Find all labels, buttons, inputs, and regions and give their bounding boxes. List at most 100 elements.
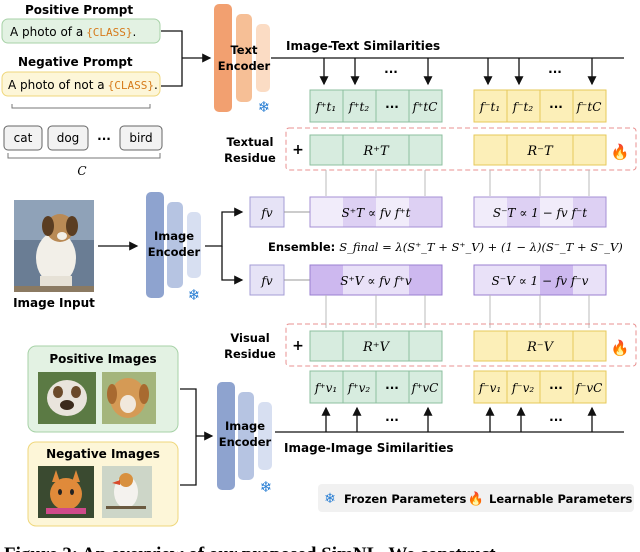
visual-residue-label-1: Visual xyxy=(230,331,269,345)
svg-text:fv: fv xyxy=(260,206,272,220)
image-encoder-mid: Image Encoder xyxy=(146,192,201,298)
class-count-label: C xyxy=(77,164,86,178)
class-chip-dog: dog xyxy=(47,125,89,151)
visual-residue-label-2: Residue xyxy=(224,347,276,361)
text-arrows-ellipsis: ··· xyxy=(384,65,398,79)
svg-text:S⁻V ∝ 1 − fv f⁻v: S⁻V ∝ 1 − fv f⁻v xyxy=(492,274,589,288)
svg-text:fv: fv xyxy=(260,274,272,288)
text-encoder: Text Encoder xyxy=(214,4,271,112)
text-neg-feature-1: f⁻t₁ xyxy=(479,100,500,114)
figure-caption: Figure 2: An overview of our proposed Si… xyxy=(4,544,496,552)
flame-icon: 🔥 xyxy=(468,491,484,507)
class-ellipsis: ··· xyxy=(97,132,111,146)
input-dog-image xyxy=(14,200,94,292)
negative-prompt-box: A photo of not a{CLASS}. xyxy=(1,71,161,97)
negative-images-panel: Negative Images xyxy=(27,441,179,527)
negative-image-2 xyxy=(102,466,152,518)
sim-text-neg: S⁻T ∝ 1 − fv f⁻t xyxy=(473,196,607,228)
visual-residue-neg: R⁻V xyxy=(473,330,607,362)
positive-images-panel: Positive Images xyxy=(27,345,179,433)
vis-arrows-ellipsis: ··· xyxy=(385,413,399,427)
residue-to-sim-connectors xyxy=(325,170,590,196)
text-neg-features: f⁻t₁ f⁻t₂ ··· f⁻tC xyxy=(473,89,607,123)
vis-pos-features: f⁺v₁ f⁺v₂ ··· f⁺vC xyxy=(309,370,443,404)
text-feature-arrows xyxy=(319,58,597,86)
class-chip-bird: bird xyxy=(119,125,163,151)
svg-text:S⁻T ∝ 1 − fv f⁻t: S⁻T ∝ 1 − fv f⁻t xyxy=(493,206,587,220)
svg-text:Text: Text xyxy=(230,43,258,57)
negative-images-title: Negative Images xyxy=(46,447,160,461)
image-image-similarities-label: Image-Image Similarities xyxy=(284,441,454,455)
text-pos-feature-1: f⁺t₁ xyxy=(315,100,336,114)
encoder-to-fv-top-arrow xyxy=(205,207,244,247)
positive-images-title: Positive Images xyxy=(49,352,156,366)
class-bottom-bracket xyxy=(7,153,161,159)
positive-image-1 xyxy=(38,372,96,424)
svg-text:S⁺V ∝ fv f⁺v: S⁺V ∝ fv f⁺v xyxy=(340,274,412,288)
sim-to-residue-connectors xyxy=(325,295,590,328)
visual-residue-pos: R⁺V xyxy=(309,330,443,362)
svg-text:R⁺V: R⁺V xyxy=(362,340,391,355)
vis-pos-feature-c: f⁺vC xyxy=(411,381,439,395)
sim-vis-pos: S⁺V ∝ fv f⁺v xyxy=(309,264,443,296)
image-encoder-bottom: Image Encoder xyxy=(217,382,272,490)
text-neg-feature-dots: ··· xyxy=(549,100,563,114)
svg-text:cat: cat xyxy=(14,131,33,145)
fv-box-top: fv xyxy=(249,196,285,228)
legend: ❄ Frozen Parameters 🔥 Learnable Paramete… xyxy=(318,484,634,512)
snowflake-icon: ❄ xyxy=(324,491,336,507)
text-pos-feature-c: f⁺tC xyxy=(412,100,438,114)
vis-neg-feature-dots: ··· xyxy=(549,381,563,395)
textual-residue-neg: R⁻T xyxy=(473,134,607,166)
snowflake-icon: ❄ xyxy=(258,98,271,116)
positive-prompt-title: Positive Prompt xyxy=(25,3,133,17)
legend-frozen: Frozen Parameters xyxy=(344,492,466,506)
svg-text:Image: Image xyxy=(225,419,265,433)
sim-text-pos: S⁺T ∝ fv f⁺t xyxy=(309,196,443,228)
vis-neg-feature-c: f⁻vC xyxy=(575,381,603,395)
svg-text:Encoder: Encoder xyxy=(218,59,271,73)
vis-pos-feature-dots: ··· xyxy=(385,381,399,395)
image-bracket xyxy=(180,388,197,486)
svg-text:Encoder: Encoder xyxy=(148,245,201,259)
positive-image-2 xyxy=(102,372,156,424)
textual-residue-label-1: Textual xyxy=(227,135,274,149)
visual-residue-plus: + xyxy=(292,338,304,354)
vis-neg-feature-2: f⁻v₂ xyxy=(511,381,535,395)
vis-neg-feature-1: f⁻v₁ xyxy=(478,381,501,395)
textual-residue-label-2: Residue xyxy=(224,151,276,165)
prompt-bracket xyxy=(161,30,183,87)
vis-neg-features: f⁻v₁ f⁻v₂ ··· f⁻vC xyxy=(473,370,607,404)
svg-text:S⁺T ∝ fv f⁺t: S⁺T ∝ fv f⁺t xyxy=(342,206,411,220)
visual-feature-arrows xyxy=(321,406,597,432)
text-neg-feature-2: f⁻t₂ xyxy=(512,100,534,114)
svg-text:R⁻V: R⁻V xyxy=(526,340,555,355)
svg-text:❄: ❄ xyxy=(258,98,271,116)
text-pos-feature-2: f⁺t₂ xyxy=(348,100,370,114)
svg-text:A photo of a{CLASS}.: A photo of a{CLASS}. xyxy=(10,25,136,39)
svg-text:Image: Image xyxy=(154,229,194,243)
class-top-bracket xyxy=(11,104,151,109)
text-neg-arrows-ellipsis: ··· xyxy=(548,65,562,79)
text-pos-features: f⁺t₁ f⁺t₂ ··· f⁺tC xyxy=(309,89,443,123)
text-pos-feature-dots: ··· xyxy=(385,100,399,114)
svg-text:A photo of not a{CLASS}.: A photo of not a{CLASS}. xyxy=(8,78,158,92)
image-input-label: Image Input xyxy=(13,296,95,310)
svg-text:R⁺T: R⁺T xyxy=(362,144,390,159)
visual-residue-frame xyxy=(285,323,637,367)
class-chip-cat: cat xyxy=(3,125,43,151)
flame-icon: 🔥 xyxy=(611,339,630,357)
vis-neg-arrows-ellipsis: ··· xyxy=(549,413,563,427)
snowflake-icon: ❄ xyxy=(260,478,273,496)
svg-text:bird: bird xyxy=(129,131,152,145)
snowflake-icon: ❄ xyxy=(188,286,201,304)
negative-prompt-title: Negative Prompt xyxy=(18,55,133,69)
image-text-similarities-label: Image-Text Similarities xyxy=(286,39,440,53)
text-neg-feature-c: f⁻tC xyxy=(576,100,602,114)
svg-text:R⁻T: R⁻T xyxy=(526,144,554,159)
positive-prompt-box: A photo of a{CLASS}. xyxy=(1,18,161,44)
vis-pos-feature-1: f⁺v₁ xyxy=(314,381,337,395)
ensemble-formula: Ensemble:S_final = λ(S⁺_T + S⁺_V) + (1 −… xyxy=(268,240,623,254)
textual-residue-plus: + xyxy=(292,142,304,158)
